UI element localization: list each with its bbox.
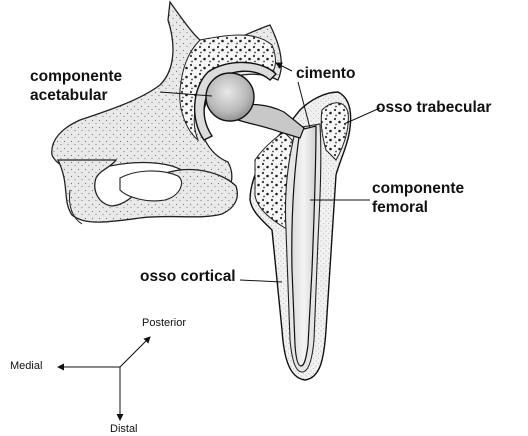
label-acetabular-line1: componente: [30, 68, 122, 86]
orientation-medial: Medial: [10, 360, 42, 372]
label-cement: cimento: [296, 65, 355, 83]
label-femoral-line2: femoral: [372, 199, 428, 217]
leader-cortical: [240, 280, 282, 282]
label-femoral-line1: componente: [372, 180, 464, 198]
obturator-foramen: [120, 171, 182, 201]
axis-posterior: [120, 337, 150, 367]
orientation-distal: Distal: [110, 423, 138, 435]
orientation-posterior: Posterior: [142, 317, 186, 329]
label-cortical: osso cortical: [140, 268, 236, 286]
label-trabecular: osso trabecular: [376, 99, 491, 117]
label-acetabular-line2: acetabular: [30, 87, 108, 105]
femoral-head: [206, 73, 254, 121]
